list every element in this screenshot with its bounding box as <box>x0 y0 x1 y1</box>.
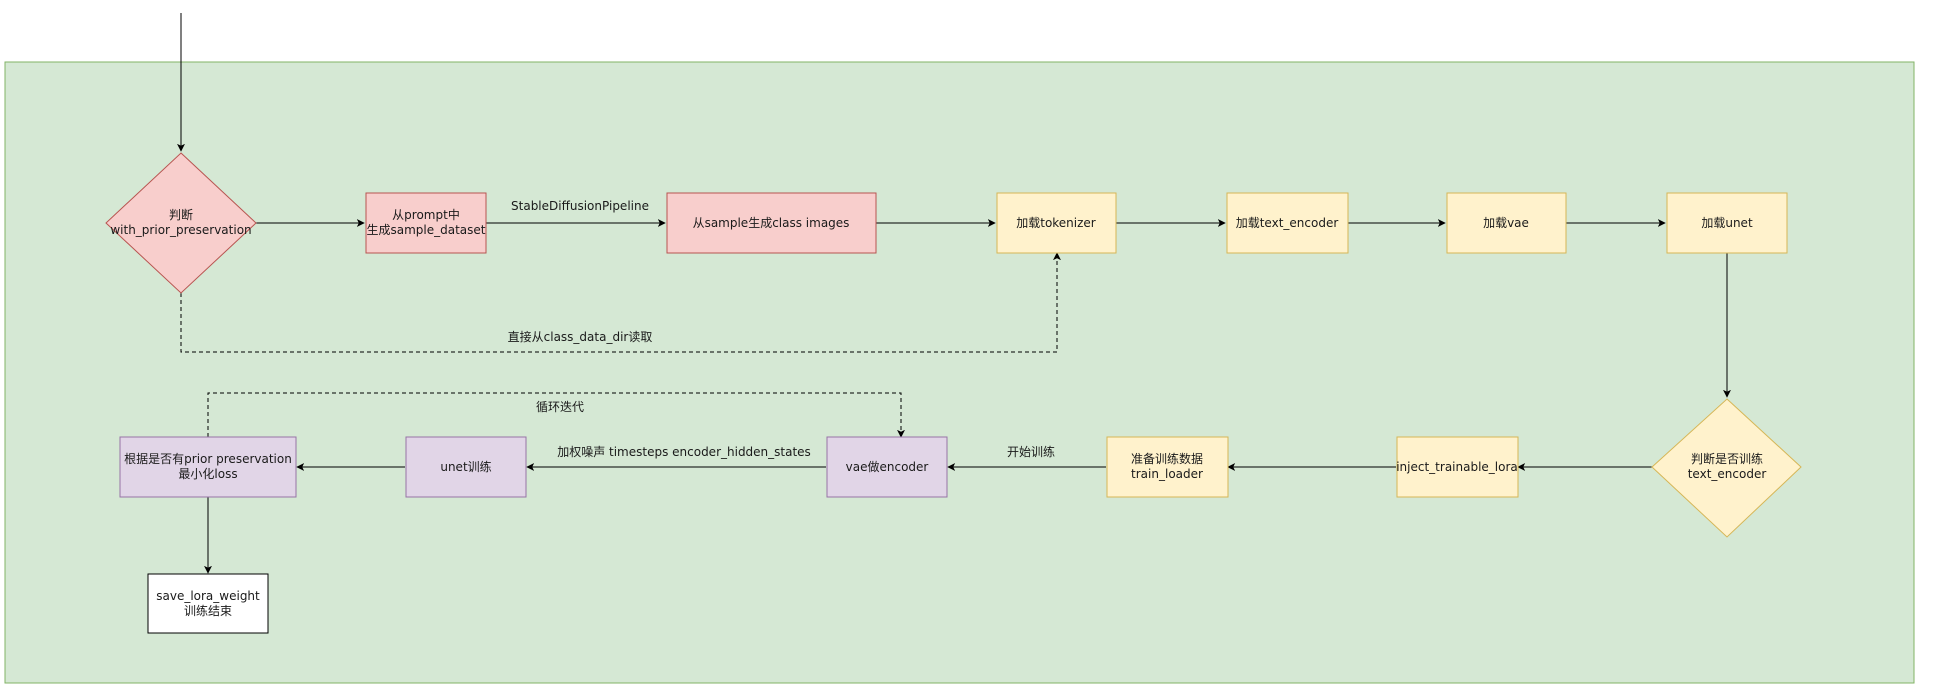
node-inject-lora: inject_trainable_lora <box>1396 436 1519 498</box>
node-load-unet: 加载unet <box>1666 192 1788 254</box>
node-prepare-data-line2: train_loader <box>1131 467 1203 481</box>
node-min-loss-line1: 根据是否有prior preservation <box>124 452 292 466</box>
node-gen-sample-dataset: 从prompt中 生成sample_dataset <box>365 192 487 254</box>
node-min-loss: 根据是否有prior preservation 最小化loss <box>119 436 297 498</box>
node-vae-encoder-line1: vae做encoder <box>846 459 929 474</box>
edge-label-noise: 加权噪声 timesteps encoder_hidden_states <box>557 445 811 459</box>
edge-loop-iterate <box>207 392 905 438</box>
node-save-lora-line2: 训练结束 <box>184 603 232 618</box>
edge-label-loop: 循环迭代 <box>536 400 584 414</box>
node-unet-train-line1: unet训练 <box>440 459 491 474</box>
node-decision-prior-line1: 判断 <box>169 207 193 222</box>
node-load-text-encoder-line1: 加载text_encoder <box>1236 216 1339 230</box>
node-min-loss-line2: 最小化loss <box>178 467 237 481</box>
node-gen-class-images: 从sample生成class images <box>666 192 877 254</box>
node-inject-lora-line1: inject_trainable_lora <box>1396 460 1518 474</box>
node-gen-sample-dataset-line1: 从prompt中 <box>392 207 460 222</box>
background-container <box>4 61 1915 684</box>
node-load-vae-line1: 加载vae <box>1483 216 1529 230</box>
edge-labels: StableDiffusionPipeline 直接从class_data_di… <box>508 199 1055 459</box>
node-decision-train-text-encoder-line1: 判断是否训练 <box>1691 451 1763 466</box>
node-gen-class-images-line1: 从sample生成class images <box>693 216 850 230</box>
node-save-lora: save_lora_weight 训练结束 <box>147 573 269 634</box>
node-load-unet-line1: 加载unet <box>1701 216 1753 230</box>
node-decision-train-text-encoder-line2: text_encoder <box>1688 467 1767 481</box>
node-decision-train-text-encoder: 判断是否训练 text_encoder <box>1651 398 1802 538</box>
node-load-tokenizer-line1: 加载tokenizer <box>1016 216 1096 230</box>
node-decision-prior-line2: with_prior_preservation <box>110 223 251 237</box>
edge-label-pipeline: StableDiffusionPipeline <box>511 199 649 213</box>
node-prepare-data-line1: 准备训练数据 <box>1131 451 1203 466</box>
node-load-vae: 加载vae <box>1446 192 1567 254</box>
nodes: 判断 with_prior_preservation 从prompt中 生成sa… <box>105 152 1802 634</box>
node-vae-encoder: vae做encoder <box>826 436 948 498</box>
edge-label-read-class-dir: 直接从class_data_dir读取 <box>508 329 653 344</box>
node-gen-sample-dataset-line2: 生成sample_dataset <box>367 223 486 237</box>
node-prepare-data: 准备训练数据 train_loader <box>1106 436 1229 498</box>
node-save-lora-line1: save_lora_weight <box>156 589 260 603</box>
edges <box>177 13 1731 574</box>
edge-label-start-training: 开始训练 <box>1007 444 1055 459</box>
edge-prior-direct-read <box>180 252 1061 353</box>
node-unet-train: unet训练 <box>405 436 527 498</box>
node-load-tokenizer: 加载tokenizer <box>996 192 1117 254</box>
node-load-text-encoder: 加载text_encoder <box>1226 192 1349 254</box>
node-decision-prior: 判断 with_prior_preservation <box>105 152 257 294</box>
